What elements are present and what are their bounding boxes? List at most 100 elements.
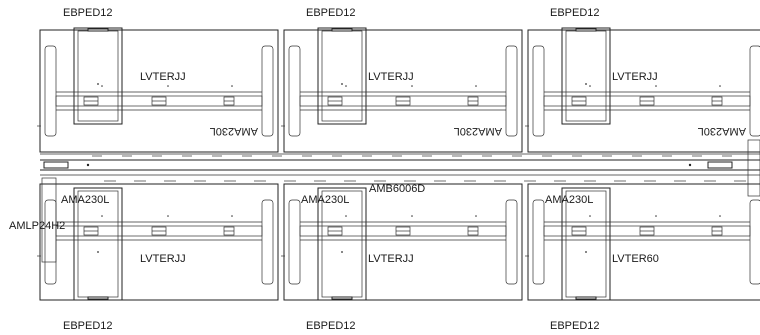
pedestal-dot bbox=[585, 251, 587, 253]
desk-worksurface bbox=[283, 29, 523, 153]
detail-dot bbox=[589, 215, 591, 217]
pedestal-label-top-2: EBPED12 bbox=[306, 7, 356, 19]
arm-label-top-2: AMA230L bbox=[454, 125, 502, 137]
end-panel-label: AMLP24H2 bbox=[9, 220, 65, 232]
arm-label-bottom-1: AMA230L bbox=[61, 194, 109, 206]
pedestal-drawer bbox=[321, 190, 363, 298]
detail-dot bbox=[231, 215, 233, 217]
detail-dot bbox=[345, 215, 347, 217]
pedestal-drawer bbox=[565, 30, 607, 122]
frame-beam bbox=[299, 225, 507, 237]
pedestal bbox=[561, 187, 611, 301]
pedestal-dot bbox=[341, 251, 343, 253]
pedestal-handle bbox=[575, 296, 597, 300]
desk-end-leg bbox=[532, 199, 545, 285]
pedestal-dot bbox=[97, 251, 99, 253]
label-layer: EBPED12 EBPED12 EBPED12 LVTERJJ LVTERJJ … bbox=[9, 7, 746, 332]
desk-end-leg bbox=[288, 45, 301, 137]
desk-label-bottom-3: LVTER60 bbox=[612, 253, 659, 265]
pedestal-drawer bbox=[77, 190, 119, 298]
desk-unit bbox=[281, 27, 523, 153]
detail-dot bbox=[589, 85, 591, 87]
detail-dot bbox=[655, 85, 657, 87]
pedestal-label-bottom-2: EBPED12 bbox=[306, 320, 356, 332]
spine-dot bbox=[688, 163, 692, 167]
desk-end-leg bbox=[505, 45, 518, 137]
frame-beam bbox=[55, 95, 263, 107]
arm-label-bottom-2: AMA230L bbox=[301, 194, 349, 206]
desk-unit bbox=[37, 27, 279, 153]
desk-end-leg bbox=[532, 45, 545, 137]
desk-end-leg bbox=[749, 199, 760, 285]
pedestal-label-top-1: EBPED12 bbox=[63, 7, 113, 19]
desk-label-top-2: LVTERJJ bbox=[368, 71, 414, 83]
detail-dot bbox=[475, 215, 477, 217]
spine-label: AMB6006D bbox=[369, 183, 425, 195]
desk-worksurface bbox=[527, 183, 760, 301]
arm-label-top-3: AMA230L bbox=[698, 125, 746, 137]
desk-end-leg bbox=[261, 199, 274, 285]
detail-dot bbox=[411, 85, 413, 87]
frame-beam bbox=[543, 95, 751, 107]
desk-end-leg bbox=[44, 45, 57, 137]
pedestal bbox=[317, 27, 367, 125]
pedestal-dot bbox=[97, 83, 99, 85]
detail-dot bbox=[101, 215, 103, 217]
detail-dot bbox=[655, 215, 657, 217]
pedestal bbox=[73, 187, 123, 301]
pedestal-label-top-3: EBPED12 bbox=[550, 7, 600, 19]
pedestal bbox=[317, 187, 367, 301]
desk-end-leg bbox=[505, 199, 518, 285]
pedestal-handle bbox=[87, 296, 109, 300]
spine-end-cap bbox=[707, 161, 733, 169]
desk-worksurface bbox=[39, 183, 279, 301]
detail-dot bbox=[167, 215, 169, 217]
detail-dot bbox=[167, 85, 169, 87]
detail-dot bbox=[345, 85, 347, 87]
desk-label-bottom-1: LVTERJJ bbox=[140, 253, 186, 265]
pedestal-handle bbox=[575, 28, 597, 32]
desk-unit bbox=[525, 27, 760, 153]
spine-dot bbox=[86, 163, 90, 167]
arm-label-bottom-3: AMA230L bbox=[545, 194, 593, 206]
pedestal-handle bbox=[331, 28, 353, 32]
pedestal-drawer bbox=[77, 30, 119, 122]
detail-dot bbox=[719, 85, 721, 87]
pedestal bbox=[561, 27, 611, 125]
frame-beam bbox=[299, 95, 507, 107]
detail-dot bbox=[101, 85, 103, 87]
pedestal-drawer bbox=[321, 30, 363, 122]
pedestal-handle bbox=[331, 296, 353, 300]
detail-dot bbox=[411, 215, 413, 217]
end-panel-right bbox=[747, 139, 760, 197]
desk-groups bbox=[37, 27, 760, 301]
desk-unit bbox=[37, 183, 279, 301]
desk-end-leg bbox=[288, 199, 301, 285]
center-spine bbox=[40, 139, 760, 263]
desk-label-top-1: LVTERJJ bbox=[140, 71, 186, 83]
pedestal-label-bottom-3: EBPED12 bbox=[550, 320, 600, 332]
spine-end-cap bbox=[43, 161, 69, 169]
detail-dot bbox=[719, 215, 721, 217]
desk-unit bbox=[281, 183, 523, 301]
arm-label-top-1: AMA230L bbox=[210, 125, 258, 137]
desk-label-bottom-2: LVTERJJ bbox=[368, 253, 414, 265]
detail-dot bbox=[475, 85, 477, 87]
desk-worksurface bbox=[283, 183, 523, 301]
pedestal-dot bbox=[585, 83, 587, 85]
pedestal-drawer bbox=[565, 190, 607, 298]
frame-beam bbox=[543, 225, 751, 237]
desk-label-top-3: LVTERJJ bbox=[612, 71, 658, 83]
desk-worksurface bbox=[39, 29, 279, 153]
desk-end-leg bbox=[261, 45, 274, 137]
pedestal-label-bottom-1: EBPED12 bbox=[63, 320, 113, 332]
desk-end-leg bbox=[44, 199, 57, 285]
pedestal-dot bbox=[341, 83, 343, 85]
detail-dot bbox=[231, 85, 233, 87]
pedestal bbox=[73, 27, 123, 125]
end-panel bbox=[41, 177, 57, 263]
desk-end-leg bbox=[749, 45, 760, 137]
pedestal-handle bbox=[87, 28, 109, 32]
desk-unit bbox=[525, 183, 760, 301]
